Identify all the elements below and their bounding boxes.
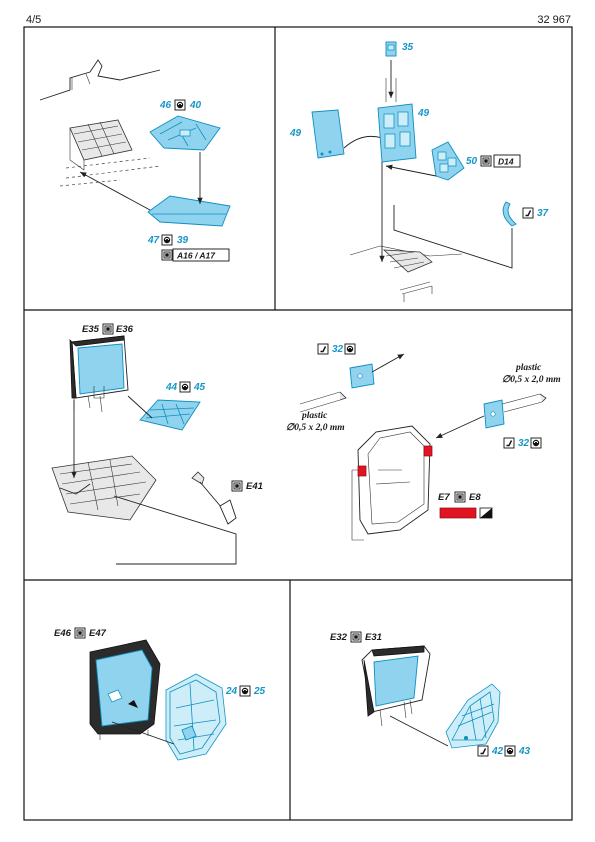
kit-part-icon [480, 155, 492, 167]
rod-size-right: ∅0,5 x 2,0 mm [502, 375, 561, 385]
kit-part-icon [454, 491, 466, 503]
kit-ref-a16-a17: A16 / A17 [176, 251, 216, 261]
paint-swatch-icon [439, 507, 477, 519]
fold-icon [161, 234, 173, 246]
kit-ref-e32: E32 [330, 632, 348, 643]
fold-icon [344, 343, 356, 355]
part-42-label: 42 [491, 746, 504, 757]
part-46-label: 46 [159, 100, 172, 111]
part-50-label: 50 [466, 156, 478, 167]
page-number: 4/5 [26, 14, 42, 26]
rod-size-left: ∅0,5 x 2,0 mm [286, 423, 345, 433]
panel-1: 46 40 47 39 A16 / A17 [39, 59, 231, 262]
fold-icon [239, 685, 251, 697]
paint-key-icon [479, 507, 493, 519]
panel-4: 32 plastic ∅0,5 x 2,0 mm plastic ∅0,5 x … [286, 343, 561, 541]
part-47-label: 47 [147, 235, 160, 246]
part-43-label: 43 [518, 746, 531, 757]
plastic-note-left: plastic [301, 411, 328, 421]
kit-ref-e31: E31 [365, 632, 382, 643]
kit-ref-d14: D14 [498, 157, 514, 167]
fold-icon [504, 745, 516, 757]
kit-ref-e47: E47 [89, 628, 107, 639]
panel-2: 35 49 49 50 D14 37 [289, 41, 549, 302]
plastic-note-right: plastic [515, 363, 542, 373]
fold-icon [530, 437, 542, 449]
part-37-label: 37 [537, 208, 549, 219]
bend-icon [477, 745, 489, 757]
part-25-label: 25 [253, 686, 266, 697]
kit-part-icon [161, 249, 173, 261]
bend-icon [522, 207, 534, 219]
kit-ref-e7: E7 [438, 492, 450, 503]
kit-ref-e46: E46 [54, 628, 72, 639]
part-40-label: 40 [189, 100, 202, 111]
kit-ref-e35: E35 [82, 324, 100, 335]
panel-6: E32 E31 42 43 [330, 631, 531, 757]
part-49-left-label: 49 [289, 128, 302, 139]
part-35-label: 35 [402, 42, 414, 53]
panel-3: E35 E36 44 45 E41 [51, 323, 263, 565]
part-32-top-label: 32 [332, 344, 344, 355]
fold-icon [174, 99, 186, 111]
kit-part-icon [74, 627, 86, 639]
kit-part-icon [350, 631, 362, 643]
part-45-label: 45 [193, 382, 206, 393]
kit-ref-e41: E41 [246, 481, 263, 492]
bend-icon [317, 343, 329, 355]
part-44-label: 44 [165, 382, 178, 393]
kit-ref-e36: E36 [116, 324, 134, 335]
part-39-label: 39 [177, 235, 189, 246]
part-49-label: 49 [417, 108, 430, 119]
part-24-label: 24 [225, 686, 238, 697]
kit-part-icon [231, 480, 243, 492]
panel-grid [23, 26, 573, 821]
kit-part-icon [102, 323, 114, 335]
kit-number: 32 967 [537, 14, 571, 26]
panel-5: E46 E47 24 25 [54, 627, 266, 761]
part-32-right-label: 32 [518, 438, 530, 449]
bend-icon [503, 437, 515, 449]
fold-icon [179, 381, 191, 393]
kit-ref-e8: E8 [469, 492, 481, 503]
